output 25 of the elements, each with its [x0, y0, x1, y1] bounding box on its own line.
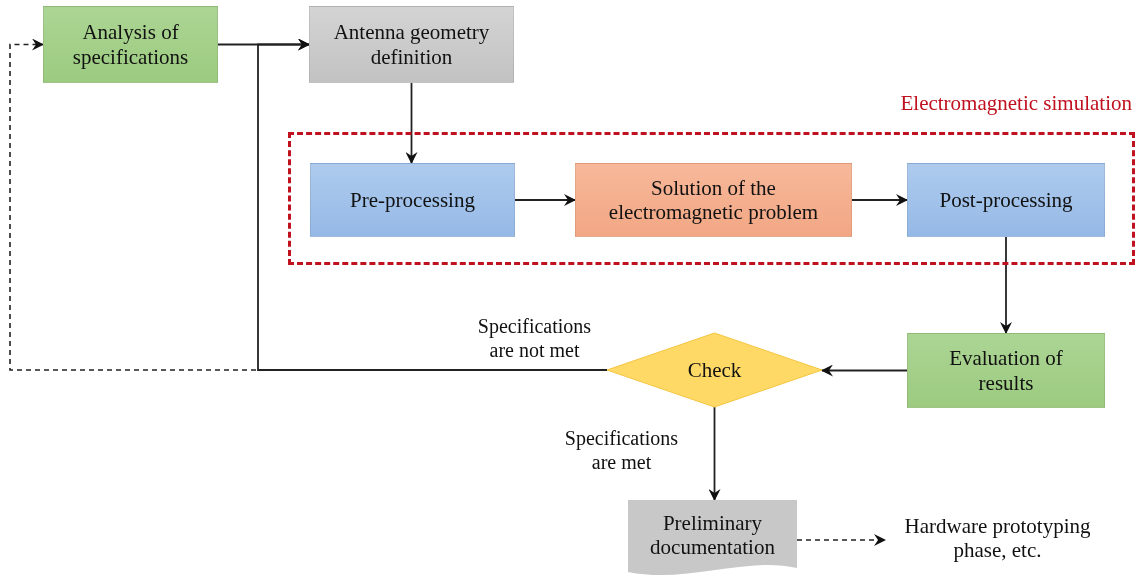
- node-text: Solution of the electromagnetic problem: [607, 175, 820, 225]
- arrow: [851, 194, 908, 206]
- node-text: Evaluation of results: [948, 346, 1064, 395]
- process-box: [907, 163, 1105, 237]
- node-text: Pre-processing: [350, 187, 475, 213]
- dashed-arrow: [796, 534, 886, 546]
- process-box: [575, 163, 852, 237]
- node-text: Check: [687, 357, 742, 383]
- node-text: Antenna geometry definition: [332, 20, 491, 69]
- arrow: [1000, 236, 1012, 334]
- process-box: [310, 163, 515, 237]
- process-box: [309, 6, 514, 83]
- node-text: Preliminary documentation: [649, 510, 776, 560]
- group-heading: Electromagnetic simulation: [900, 91, 1132, 116]
- arrow: [257, 38, 608, 371]
- decision-diamond: [607, 333, 822, 407]
- process-box: [43, 6, 218, 83]
- node-text: Post-processing: [939, 187, 1073, 213]
- arrow: [708, 406, 721, 501]
- node-text: Analysis of specifications: [71, 20, 190, 69]
- arrow: [405, 82, 418, 164]
- node-text: Hardware prototyping phase, etc.: [903, 513, 1092, 563]
- process-box: [907, 333, 1105, 408]
- arrow: [514, 194, 576, 206]
- arrow: [821, 364, 908, 377]
